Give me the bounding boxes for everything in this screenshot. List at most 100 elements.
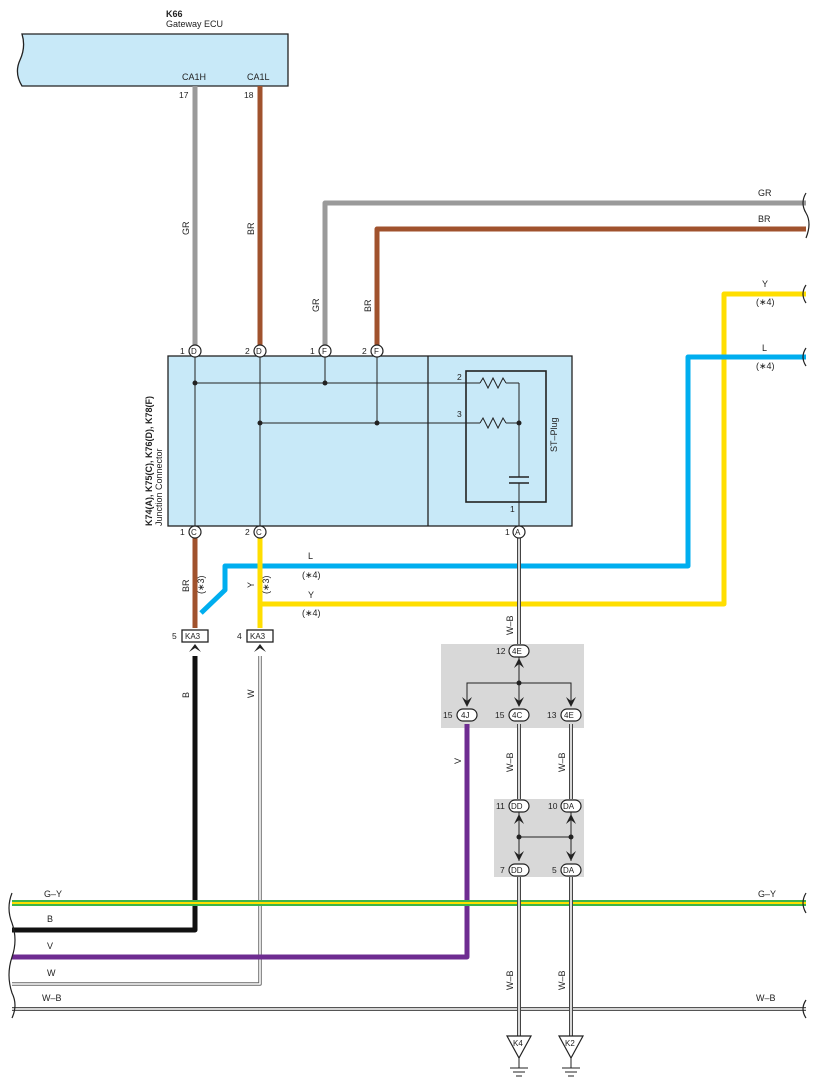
label-l-mid-note: (∗4) [302,570,321,580]
label-br-c1-note: (∗3) [196,575,206,594]
pin-f2-num: 2 [362,346,367,356]
conn-dd-top: DD [511,802,523,811]
label-br-f2: BR [363,299,373,312]
label-y-c2-note: (∗3) [261,575,271,594]
label-br-c1: BR [181,579,191,592]
oval-connectors [456,644,582,877]
label-y-right: Y [762,279,768,289]
conn-4j: 4J [461,711,469,720]
ecu-pin-l-label: CA1L [247,72,270,82]
label-wb-left: W–B [42,993,62,1003]
wire-labels: GR BR GR BR GR BR Y (∗4) L (∗4) L (∗4) Y… [42,188,776,1003]
junction-pins [188,344,526,539]
ka3-pin-4: 4 [237,631,242,641]
pin-7: 7 [500,865,505,875]
label-gy-left: G–Y [44,889,62,899]
pin-a1-letter: A [515,528,521,537]
pin-d2-letter: D [256,347,262,356]
pin-c1-num: 1 [180,527,185,537]
ground-k4: K4 [505,1035,533,1077]
conn-4c: 4C [512,711,522,720]
plug-pin-1: 1 [510,504,515,514]
ka3-right-label: KA3 [250,632,266,641]
label-l-right: L [762,343,767,353]
splice-arrows [189,644,576,861]
ground-k2-label: K2 [565,1039,575,1048]
ka3-left-label: KA3 [185,632,201,641]
pin-d1-letter: D [191,347,197,356]
conn-da-top: DA [563,802,575,811]
label-w-vert: W [246,689,256,698]
label-wb-dd: W–B [505,970,515,990]
pin-f1-letter: F [322,347,327,356]
ka3-pin-5: 5 [172,631,177,641]
label-y-mid: Y [308,590,314,600]
junction-dots [192,380,380,426]
pin-12: 12 [496,646,506,656]
label-v-vert: V [453,758,463,764]
label-w-left: W [47,968,56,978]
plug-pin-2: 2 [457,372,462,382]
pin-a1-num: 1 [505,527,510,537]
st-plug-label: ST–Plug [549,417,559,452]
wire-w [12,656,262,986]
label-gy-right: G–Y [758,889,776,899]
conn-4e-top: 4E [512,647,522,656]
ecu-pin-h-num: 17 [179,90,189,100]
label-wb-4e: W–B [557,752,567,772]
junction-codes: K74(A), K75(C), K76(D), K78(F) [144,396,154,526]
ecu-pin-l-num: 18 [244,90,254,100]
conn-dd-bottom: DD [511,866,523,875]
ecu-code: K66 [166,9,183,19]
pin-15a: 15 [443,710,453,720]
wire-v [12,724,470,960]
harness-breaks [8,192,810,1019]
label-br-right: BR [758,214,771,224]
pin-d1-num: 1 [180,346,185,356]
pin-f1-num: 1 [310,346,315,356]
wire-l-right [199,354,806,615]
label-v-left: V [47,941,53,951]
wire-y-right [260,291,806,607]
junction-internal-lines [194,356,428,526]
junction-name: Junction Connector [154,448,164,526]
wb-wires [517,537,573,1036]
pin-f2-letter: F [374,347,379,356]
conn-da-bottom: DA [563,866,575,875]
label-gr-ecu: GR [181,221,191,235]
label-b-left: B [47,914,53,924]
label-l-right-note: (∗4) [756,361,775,371]
ecu-pin-h-label: CA1H [182,72,206,82]
pin-c2-num: 2 [245,527,250,537]
label-wb-a1: W–B [505,615,515,635]
label-b-vert: B [181,692,191,698]
label-y-right-note: (∗4) [756,297,775,307]
ground-k2: K2 [557,1035,585,1077]
pin-c1-letter: C [191,528,197,537]
label-gr-right: GR [758,188,772,198]
pin-d2-num: 2 [245,346,250,356]
wire-br-right [374,226,806,345]
pin-5: 5 [552,865,557,875]
label-wb-right: W–B [756,993,776,1003]
ka3-connectors: KA3 KA3 5 4 [172,629,274,643]
pin-15b: 15 [495,710,505,720]
ecu-name: Gateway ECU [166,19,223,29]
plug-pin-3: 3 [457,409,462,419]
wires [12,86,806,1011]
label-y-mid-note: (∗4) [302,608,321,618]
label-gr-f1: GR [311,298,321,312]
pin-11: 11 [496,801,505,811]
label-wb-da: W–B [557,970,567,990]
wire-gr-right [322,200,806,345]
pin-c2-letter: C [256,528,262,537]
wire-b [12,656,198,933]
label-l-mid: L [308,551,313,561]
pin-13: 13 [547,710,557,720]
label-br-ecu: BR [246,222,256,235]
pin-10: 10 [548,801,558,811]
conn-4e: 4E [564,711,574,720]
label-y-c2: Y [246,582,256,588]
label-wb-4c: W–B [505,752,515,772]
